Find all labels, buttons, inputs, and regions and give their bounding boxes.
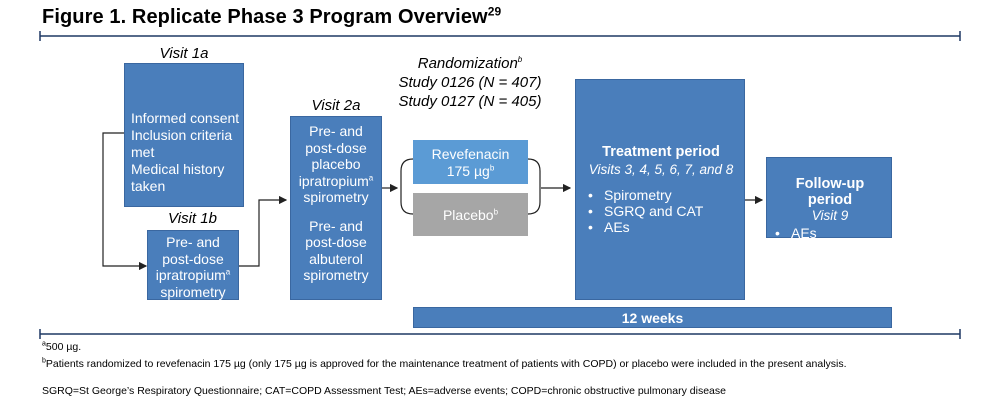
visit2a-line-5: spirometry xyxy=(303,189,369,205)
visit2a-line-8: albuterol xyxy=(309,250,363,267)
top-rule xyxy=(39,31,961,41)
abbreviations: SGRQ=St George’s Respiratory Questionnai… xyxy=(42,385,726,397)
visit2a-box: Pre- and post-dose placebo ipratropiuma … xyxy=(290,116,382,300)
visit1b-box: Pre- and post-dose ipratropiuma spiromet… xyxy=(147,230,239,300)
title-reference: 29 xyxy=(487,4,502,19)
followup-period-title: Follow-up period xyxy=(795,176,865,208)
revefenacin-box: Revefenacin 175 µgb xyxy=(413,140,528,184)
visit2a-line-9: spirometry xyxy=(303,267,369,283)
visit2a-label: Visit 2a xyxy=(311,97,361,114)
visit1a-box: Informed consent Inclusion criteria met … xyxy=(124,63,244,207)
followup-period-box: Follow-up period Visit 9 AEs xyxy=(766,157,892,241)
placebo-label: Placebob xyxy=(442,207,499,223)
footnote-a: a500 µg. xyxy=(42,340,82,354)
visit2a-line-6: Pre- and xyxy=(309,217,363,234)
treatment-bullet-aes: AEs xyxy=(588,219,734,235)
footnote-b: bPatients randomized to revefenacin 175 … xyxy=(42,357,847,371)
left-brace xyxy=(400,158,414,215)
visit1a-label: Visit 1a xyxy=(159,45,209,62)
randomization-label: Randomizationb xyxy=(417,55,523,72)
treatment-bullet-spirometry: Spirometry xyxy=(588,187,734,203)
study-0126: Study 0126 (N = 407) xyxy=(398,74,542,91)
visit1b-line-1: Pre- and xyxy=(166,234,220,250)
arrow-visit1b-to-visit2a xyxy=(239,195,288,267)
study-0127: Study 0127 (N = 405) xyxy=(398,93,542,110)
randomization-block: Randomizationb Study 0126 (N = 407) Stud… xyxy=(395,54,545,111)
visit1a-line-3: Medical history taken xyxy=(131,161,225,194)
revefenacin-dose: 175 µgb xyxy=(446,162,495,179)
visit1b-line-4: spirometry xyxy=(160,283,226,300)
visit1a-line-1: Informed consent xyxy=(131,110,240,126)
revefenacin-name: Revefenacin xyxy=(431,146,510,162)
visit2a-line-1: Pre- and xyxy=(309,123,363,139)
placebo-box: Placebob xyxy=(413,193,528,236)
figure-title: Figure 1. Replicate Phase 3 Program Over… xyxy=(42,4,502,28)
treatment-period-title: Treatment period xyxy=(602,144,720,160)
treatment-bullets: Spirometry SGRQ and CAT AEs xyxy=(588,187,734,235)
visit1b-label: Visit 1b xyxy=(168,210,217,227)
treatment-visits: Visits 3, 4, 5, 6, 7, and 8 xyxy=(588,162,734,177)
followup-bullets: AEs xyxy=(775,225,885,241)
visit2a-line-2: post-dose xyxy=(305,139,367,156)
right-brace xyxy=(527,158,541,215)
arrow-visit1a-to-visit1b xyxy=(102,132,148,271)
visit2a-line-7: post-dose xyxy=(305,234,367,250)
visit2a-line-3: placebo xyxy=(311,156,361,172)
visit1b-line-2: post-dose xyxy=(162,250,224,267)
treatment-bullet-sgrq-cat: SGRQ and CAT xyxy=(588,203,734,219)
visit1a-line-2: Inclusion criteria met xyxy=(131,127,233,160)
visit2a-line-4: ipratropiuma xyxy=(298,172,374,189)
twelve-weeks-bar: 12 weeks xyxy=(413,307,892,328)
followup-visit: Visit 9 xyxy=(811,208,849,223)
bottom-rule xyxy=(39,329,961,339)
followup-bullet-aes: AEs xyxy=(775,225,885,241)
visit1b-line-3: ipratropiuma xyxy=(155,267,231,283)
treatment-period-box: Treatment period Visits 3, 4, 5, 6, 7, a… xyxy=(575,79,745,300)
